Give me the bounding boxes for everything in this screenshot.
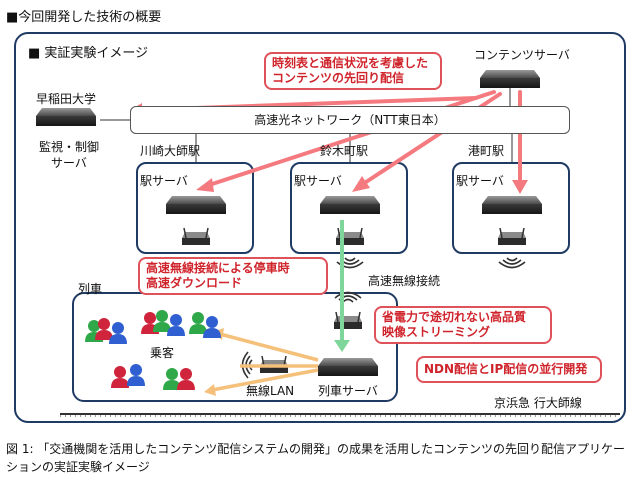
demo-frame — [14, 32, 626, 423]
station-server-label: 駅サーバ — [456, 174, 504, 188]
passenger-icon — [167, 314, 185, 336]
station-server-label: 駅サーバ — [294, 174, 342, 188]
passenger-icon — [109, 322, 127, 344]
wireless-waves-icon — [334, 291, 362, 303]
passenger-icon — [111, 366, 129, 388]
callout-prefetch-line1: 時刻表と通信状況を考慮した — [272, 56, 429, 70]
optical-network: 高速光ネットワーク（NTT東日本） — [130, 106, 570, 134]
station-router-icon — [181, 227, 211, 246]
railway-label: 京浜急 行大師線 — [494, 396, 582, 410]
callout-prefetch: 時刻表と通信状況を考慮した コンテンツの先回り配信 — [264, 52, 442, 90]
station-server-icon — [482, 196, 542, 214]
callout-parallel: NDN配信とIP配信の並行開発 — [416, 356, 602, 383]
station-name: 港町駅 — [468, 144, 505, 158]
train-label: 列車 — [78, 282, 103, 296]
railway-track-icon — [60, 413, 620, 417]
station-router-icon — [497, 227, 527, 246]
monitor-server-label-1: 監視・制御 — [38, 140, 99, 154]
station-name: 鈴木町駅 — [320, 144, 369, 158]
passengers-label: 乗客 — [150, 346, 175, 360]
train-server-label: 列車サーバ — [318, 384, 378, 398]
frame-label: ■ 実証実験イメージ — [28, 46, 149, 61]
station-server-icon — [166, 196, 226, 214]
monitor-server-label-2: サーバ — [51, 156, 87, 170]
station-server-label: 駅サーバ — [140, 174, 188, 188]
station-name: 川崎大師駅 — [140, 144, 201, 158]
callout-streaming-line1: 省電力で途切れない高品質 — [382, 310, 527, 324]
station-server-icon — [320, 196, 380, 214]
content-server-icon — [480, 70, 540, 88]
wlan-label: 無線LAN — [246, 384, 295, 398]
callout-streaming: 省電力で途切れない高品質 映像ストリーミング — [374, 306, 552, 344]
callout-prefetch-line2: コンテンツの先回り配信 — [272, 71, 405, 85]
passenger-icon — [127, 364, 145, 386]
wireless-waves-icon — [498, 257, 526, 269]
passenger-icon — [153, 310, 171, 332]
wireless-label: 高速無線接続 — [368, 274, 441, 288]
passenger-icon — [189, 312, 207, 334]
callout-streaming-line2: 映像ストリーミング — [382, 325, 491, 339]
train-server-icon — [318, 358, 378, 376]
train-router-icon — [333, 311, 363, 330]
callout-download: 高速無線接続による停車時 高速ダウンロード — [138, 257, 328, 295]
page-title: ■今回開発した技術の概要 — [6, 10, 162, 25]
content-server-label: コンテンツサーバ — [474, 48, 570, 62]
callout-download-line1: 高速無線接続による停車時 — [146, 261, 290, 275]
monitor-server-icon — [36, 108, 96, 126]
university-name: 早稲田大学 — [36, 92, 97, 106]
passenger-icon — [203, 316, 221, 338]
figure-caption: 図 1: 「交通機関を活用したコンテンツ配信システムの開発」の成果を活用したコン… — [6, 442, 625, 474]
callout-download-line2: 高速ダウンロード — [146, 276, 243, 290]
passenger-icon — [177, 368, 195, 390]
